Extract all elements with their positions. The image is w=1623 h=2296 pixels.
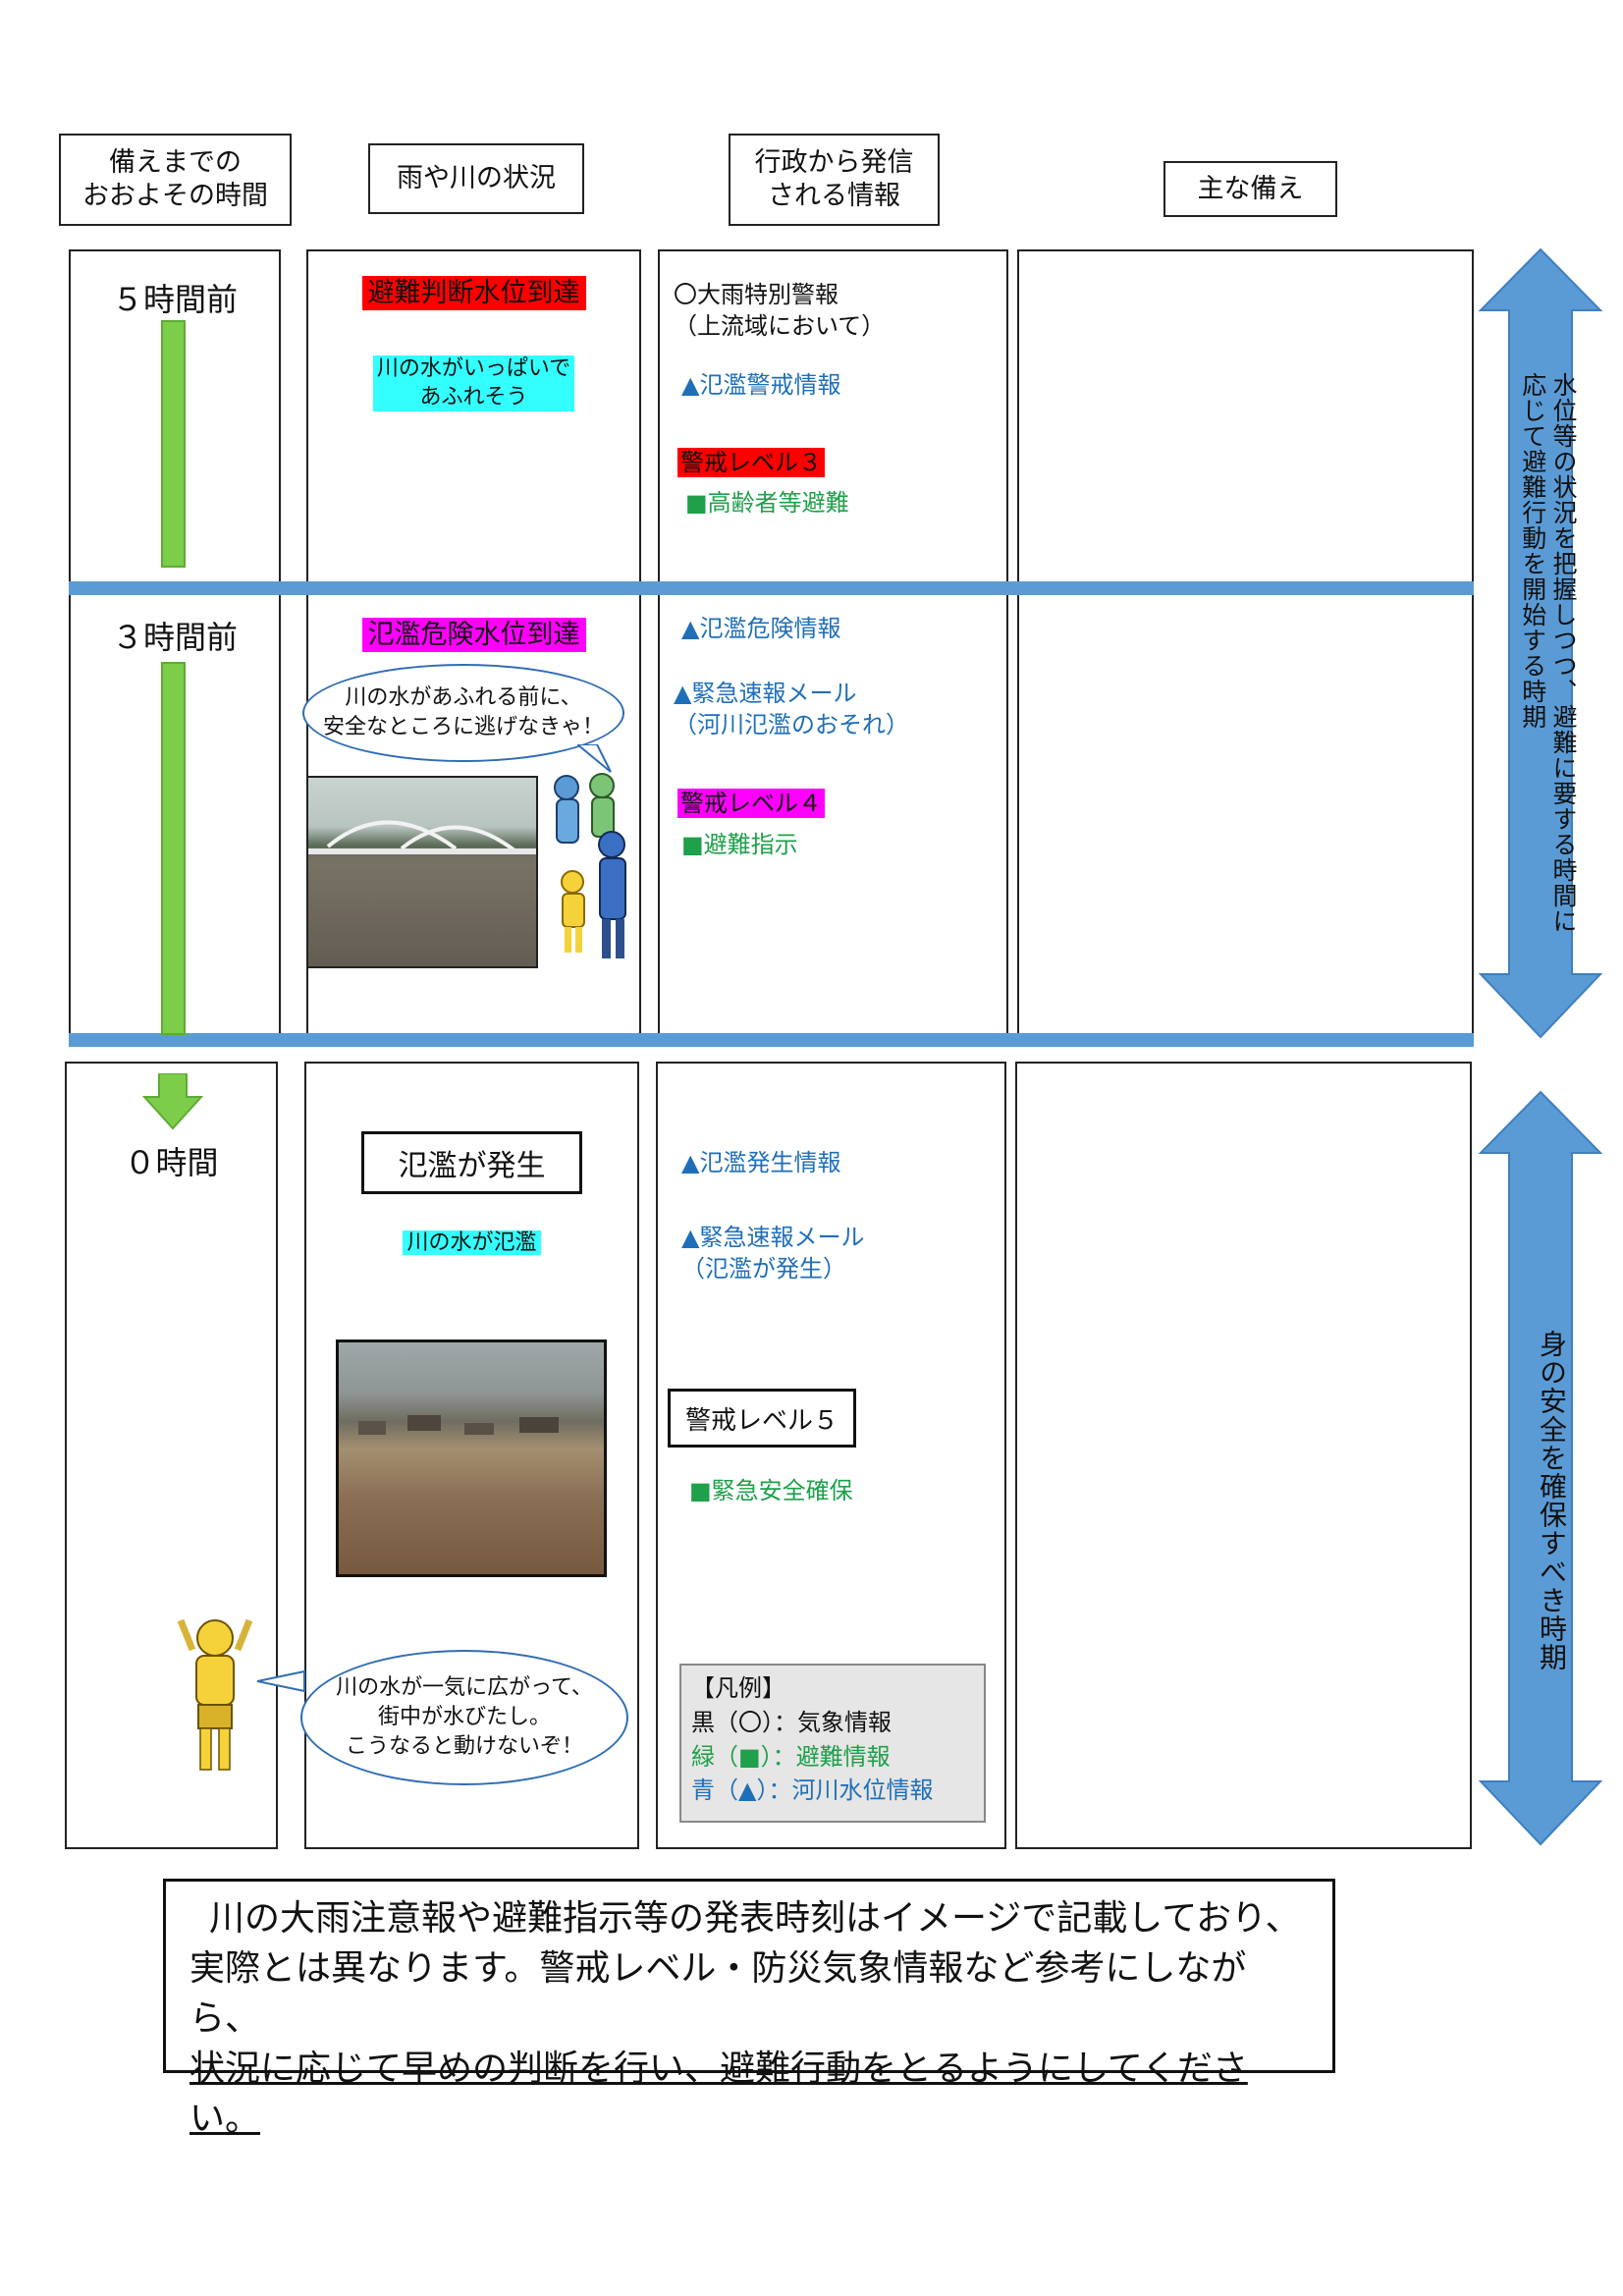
row1-status-desc: 川の水がいっぱいで あふれそう	[372, 355, 575, 412]
status-badge-evac-judgement-level: 避難判断水位到達	[361, 276, 586, 310]
row3-info-river: ▲氾濫発生情報	[681, 1149, 841, 1176]
notice-box: 川の大雨注意報や避難指示等の発表時刻はイメージで記載しており、 実際とは異なりま…	[163, 1879, 1335, 2139]
legend-weather: 黒（〇）：気象情報	[691, 1708, 892, 1736]
flooded-houses-icon	[358, 1415, 559, 1435]
row-separator-2	[69, 1033, 1474, 1047]
river-bridge-photo	[306, 776, 538, 968]
speech-bubble-tail-icon	[577, 744, 612, 773]
evacuating-family-illustration-icon	[554, 773, 626, 958]
row2-info-river: ▲氾濫危険情報	[681, 615, 841, 642]
row3-evac-info: ■緊急安全確保	[689, 1477, 853, 1504]
upper-arrow-label: 水位等の状況を把握しつつ、避難に要する時間に 応じて避難行動を開始する時期	[1518, 372, 1578, 934]
row1-desc-wrap: 川の水がいっぱいで あふれそう	[306, 355, 641, 412]
legend-evacuation: 緑（■）：避難情報	[691, 1742, 891, 1771]
row1-alert-level-badge: 警戒レベル３	[677, 448, 825, 477]
notice-line-2: 実際とは異なります。警戒レベル・防災気象情報など参考にしながら、	[189, 1948, 1247, 2040]
row2-status-wrap: 氾濫危険水位到達	[306, 613, 641, 652]
notice-line-3: 状況に応じて早めの判断を行い、避難行動をとるようにしてください。	[189, 2049, 1248, 2140]
time-label-0h: ０時間	[124, 1144, 219, 1181]
notice-line-1: 川の大雨注意報や避難指示等の発表時刻はイメージで記載しており、	[209, 1898, 1301, 1939]
timeline-bar-1	[161, 320, 186, 568]
timeline-down-arrow-icon	[142, 1073, 203, 1130]
timeline-bar-2	[161, 662, 186, 1035]
row2-evac-info: ■避難指示	[681, 831, 798, 858]
header-admin-info: 行政から発信 される情報	[729, 134, 940, 226]
row1-status-wrap: 避難判断水位到達	[306, 271, 641, 310]
time-label-3h: ３時間前	[111, 619, 238, 656]
upper-double-arrow-icon	[1478, 247, 1603, 1039]
row3-status-desc: 川の水が氾濫	[403, 1230, 541, 1255]
row1-level-wrap: 警戒レベル３	[677, 447, 825, 478]
column-prep-lower	[1015, 1062, 1472, 1849]
header-situation: 雨や川の状況	[368, 143, 584, 214]
row1-info-weather: 〇大雨特別警報 （上流域において）	[674, 281, 886, 341]
boy-raising-hands-illustration-icon	[177, 1618, 253, 1771]
row1-info-river: ▲氾濫警戒情報	[681, 371, 841, 399]
speech-bubble-tail-left-icon	[257, 1669, 305, 1693]
column-prep-upper	[1017, 249, 1474, 1045]
bridge-icon	[308, 820, 536, 966]
lower-arrow-label: 身の安全を確保すべき時期	[1536, 1330, 1568, 1671]
header-preparation: 主な備え	[1163, 161, 1337, 217]
speech-bubble-escape: 川の水があふれる前に、 安全なところに逃げなきゃ！	[302, 664, 624, 762]
row2-level-wrap: 警戒レベル４	[677, 788, 825, 819]
legend-box: 【凡例】 黒（〇）：気象情報 緑（■）：避難情報 青（▲）：河川水位情報	[679, 1664, 986, 1823]
row1-evac-info: ■高齢者等避難	[685, 489, 849, 517]
time-label-5h: ５時間前	[111, 281, 238, 318]
column-time-lower	[65, 1062, 278, 1849]
legend-title: 【凡例】	[691, 1674, 785, 1702]
lower-double-arrow-icon	[1478, 1090, 1603, 1846]
speech-bubble-flooded: 川の水が一気に広がって、 街中が水びたし。 こうなると動けないぞ！	[300, 1650, 628, 1785]
status-badge-flood-occurred: 氾濫が発生	[361, 1131, 582, 1194]
legend-river-level: 青（▲）：河川水位情報	[691, 1777, 934, 1805]
row2-info-mail: ▲緊急速報メール （河川氾濫のおそれ）	[674, 680, 909, 739]
row3-desc-wrap: 川の水が氾濫	[304, 1229, 639, 1258]
row3-info-mail: ▲緊急速報メール （氾濫が発生）	[681, 1224, 865, 1284]
flooded-town-photo	[336, 1339, 607, 1577]
row3-alert-level-badge: 警戒レベル５	[668, 1389, 856, 1448]
row-separator-1	[69, 581, 1474, 595]
status-badge-flood-danger-level: 氾濫危険水位到達	[361, 618, 586, 652]
row2-alert-level-badge: 警戒レベル４	[677, 789, 825, 818]
header-time: 備えまでの おおよその時間	[59, 134, 292, 226]
